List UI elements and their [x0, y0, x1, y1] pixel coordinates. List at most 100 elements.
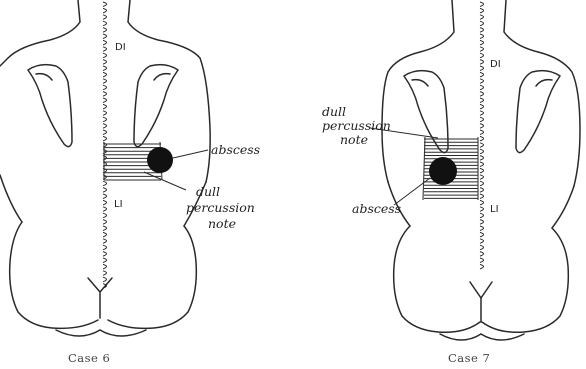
- vertebra-mark: [480, 8, 484, 13]
- case-6-abscess-leader: [173, 150, 208, 158]
- vertebra-mark: [103, 21, 107, 26]
- vertebra-mark: [103, 47, 107, 52]
- vertebra-mark: [480, 175, 484, 180]
- vertebra-mark: [103, 66, 107, 71]
- vertebra-mark: [480, 72, 484, 77]
- case-6-d1-label: DI: [115, 42, 126, 53]
- vertebra-mark: [103, 117, 107, 122]
- case-6-dull-leader: [144, 172, 186, 190]
- vertebra-mark: [103, 2, 107, 7]
- vertebra-mark: [103, 264, 107, 269]
- case-7-dull-label-3: note: [340, 132, 368, 147]
- case-6-l1-label: LI: [114, 199, 123, 210]
- vertebra-mark: [480, 117, 484, 122]
- vertebra-mark: [480, 220, 484, 225]
- vertebra-mark: [103, 220, 107, 225]
- vertebra-mark: [480, 130, 484, 135]
- vertebra-mark: [480, 66, 484, 71]
- vertebra-mark: [480, 149, 484, 154]
- vertebra-mark: [480, 264, 484, 269]
- case-6-caption: Case 6: [68, 351, 110, 365]
- case-7-abscess-label: abscess: [352, 201, 401, 216]
- vertebra-mark: [480, 47, 484, 52]
- case-6-dull-label-2: percussion: [186, 200, 255, 215]
- vertebra-mark: [103, 136, 107, 141]
- vertebra-mark: [103, 258, 107, 263]
- vertebra-mark: [480, 252, 484, 257]
- vertebra-mark: [103, 226, 107, 231]
- vertebra-mark: [103, 245, 107, 250]
- case-7-abscess-mark: [429, 157, 457, 185]
- vertebra-mark: [103, 34, 107, 39]
- vertebra-mark: [480, 136, 484, 141]
- case-7-d1-label: DI: [490, 59, 501, 70]
- vertebra-mark: [480, 200, 484, 205]
- vertebra-mark: [103, 124, 107, 129]
- vertebra-mark: [480, 188, 484, 193]
- vertebra-mark: [480, 79, 484, 84]
- vertebra-mark: [103, 194, 107, 199]
- vertebra-mark: [103, 28, 107, 32]
- vertebra-mark: [480, 53, 484, 58]
- case-7-l1-label: LI: [490, 204, 499, 215]
- vertebra-mark: [480, 258, 484, 263]
- vertebra-mark: [480, 104, 484, 109]
- vertebra-mark: [103, 207, 107, 212]
- vertebra-mark: [480, 207, 484, 212]
- vertebra-mark: [480, 15, 484, 19]
- case-6-figure: DI LI abscess dull percussion note Case …: [0, 0, 260, 365]
- case-7-dull-label-1: dull: [322, 104, 346, 119]
- vertebra-mark: [103, 79, 107, 84]
- case-7-caption: Case 7: [448, 351, 490, 365]
- vertebra-mark: [103, 53, 107, 58]
- vertebra-mark: [103, 40, 107, 45]
- vertebra-mark: [103, 104, 107, 109]
- vertebra-mark: [103, 92, 107, 97]
- case-7-spine: [480, 2, 484, 269]
- vertebra-mark: [480, 85, 484, 90]
- case-6-abscess-label: abscess: [211, 142, 260, 157]
- vertebra-mark: [103, 60, 107, 65]
- case-6-dull-label-1: dull: [196, 184, 220, 199]
- case-6-abscess-mark: [147, 147, 173, 173]
- vertebra-mark: [480, 194, 484, 199]
- vertebra-mark: [480, 162, 484, 167]
- vertebra-mark: [103, 213, 107, 218]
- vertebra-mark: [103, 181, 107, 186]
- vertebra-mark: [480, 213, 484, 218]
- vertebra-mark: [480, 181, 484, 186]
- vertebra-mark: [480, 226, 484, 231]
- vertebra-mark: [103, 98, 107, 103]
- vertebra-mark: [480, 111, 484, 116]
- vertebra-mark: [103, 232, 107, 237]
- vertebra-mark: [103, 200, 107, 205]
- vertebra-mark: [103, 252, 107, 257]
- vertebra-mark: [103, 130, 107, 135]
- vertebra-mark: [480, 21, 484, 26]
- vertebra-mark: [480, 245, 484, 250]
- vertebra-mark: [480, 34, 484, 39]
- vertebra-mark: [480, 98, 484, 103]
- vertebra-mark: [103, 8, 107, 13]
- vertebra-mark: [103, 271, 107, 276]
- vertebra-mark: [103, 188, 107, 193]
- vertebra-mark: [480, 40, 484, 45]
- vertebra-mark: [103, 72, 107, 77]
- vertebra-mark: [480, 156, 484, 161]
- vertebra-mark: [480, 239, 484, 244]
- case-6-dull-label-3: note: [208, 216, 236, 231]
- vertebra-mark: [103, 85, 107, 90]
- vertebra-mark: [480, 2, 484, 7]
- vertebra-mark: [480, 124, 484, 129]
- case-7-dull-label-2: percussion: [322, 118, 391, 133]
- vertebra-mark: [480, 60, 484, 65]
- vertebra-mark: [480, 168, 484, 173]
- vertebra-mark: [480, 28, 484, 32]
- vertebra-mark: [103, 111, 107, 116]
- vertebra-mark: [103, 277, 107, 282]
- vertebra-mark: [103, 239, 107, 244]
- vertebra-mark: [480, 143, 484, 148]
- vertebra-mark: [103, 15, 107, 19]
- case-7-figure: DI LI dull percussion note abscess Case …: [322, 0, 580, 365]
